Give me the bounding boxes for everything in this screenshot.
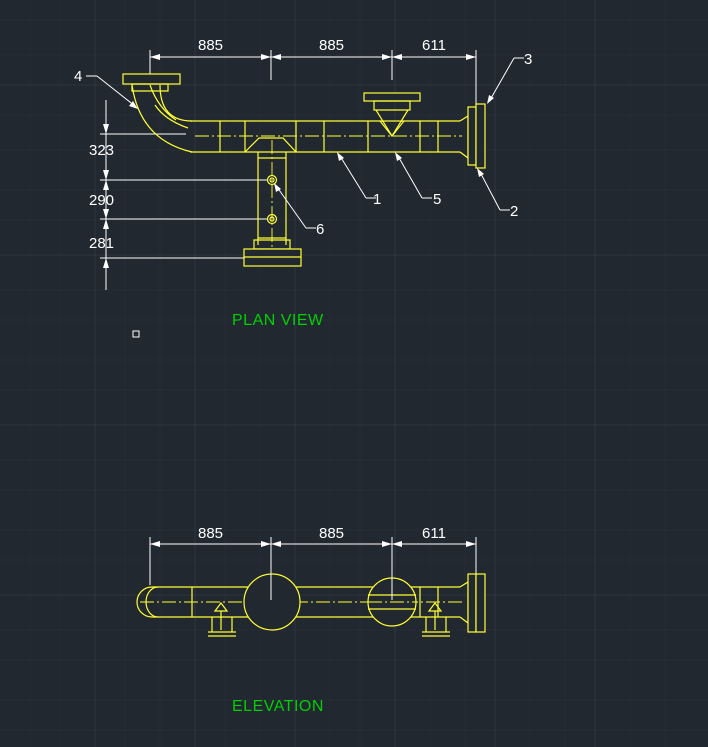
elevation-piping[interactable] xyxy=(136,573,486,637)
plan-dim-885-center: 885 xyxy=(319,37,344,54)
elev-dim-885-center: 885 xyxy=(319,525,344,542)
plan-dim-290: 290 xyxy=(89,192,114,209)
plan-piping[interactable] xyxy=(122,73,486,267)
plan-dim-323: 323 xyxy=(89,142,114,159)
elev-dim-611-right: 611 xyxy=(422,525,446,542)
elevation-horizontal-dimensions: 885 885 611 xyxy=(149,525,477,600)
plan-view-title: PLAN VIEW xyxy=(232,312,324,329)
callout-5: 5 xyxy=(433,191,441,208)
callout-2: 2 xyxy=(510,203,518,220)
elev-dim-885-left: 885 xyxy=(198,525,223,542)
pipe-support-right xyxy=(422,602,450,637)
elevation-view[interactable]: 885 885 611 xyxy=(136,525,486,715)
pipe-support-left xyxy=(208,602,236,637)
callout-4: 4 xyxy=(74,68,82,85)
grip-marker[interactable] xyxy=(132,330,140,338)
plan-vertical-dimensions: 323 290 281 xyxy=(89,100,268,290)
callout-6: 6 xyxy=(316,221,324,238)
elevation-title: ELEVATION xyxy=(232,698,324,715)
callout-1: 1 xyxy=(373,191,381,208)
plan-dim-611-right: 611 xyxy=(422,37,446,54)
plan-callouts: 4 1 5 2 3 6 xyxy=(74,51,532,238)
plan-view[interactable]: 885 885 611 323 290 281 xyxy=(74,37,532,329)
plan-dim-281: 281 xyxy=(89,235,114,252)
plan-dim-885-left: 885 xyxy=(198,37,223,54)
callout-3: 3 xyxy=(524,51,532,68)
plan-horizontal-dimensions: 885 885 611 xyxy=(149,37,477,110)
